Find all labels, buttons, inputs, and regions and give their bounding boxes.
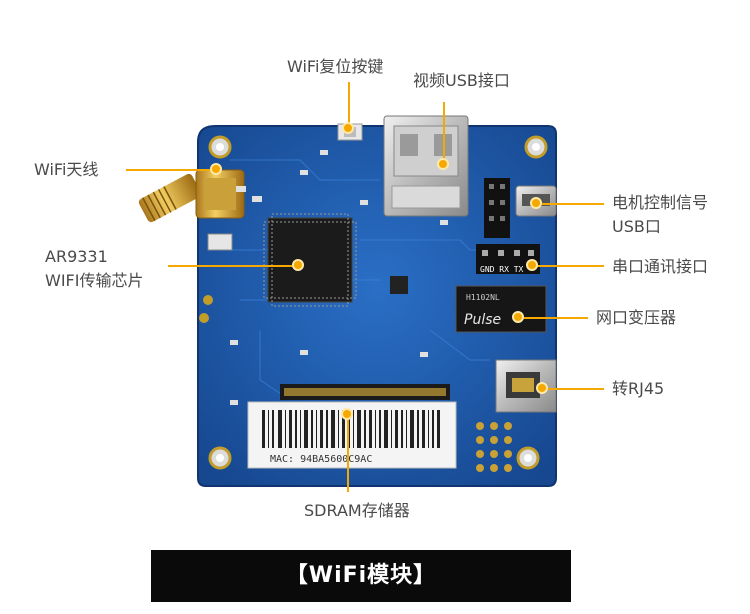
callout-line-chip <box>168 265 300 267</box>
label-motor-usb-line1: 电机控制信号 <box>612 193 709 212</box>
label-chip-line1: AR9331 <box>45 247 108 266</box>
usb-a-port-component <box>383 115 469 217</box>
callout-dot-antenna <box>210 163 222 175</box>
callout-line-sdram <box>347 414 349 492</box>
label-motor-usb-line2: USB口 <box>612 217 661 236</box>
label-network-transformer: 网口变压器 <box>596 308 677 327</box>
label-chip-line2: WIFI传输芯片 <box>45 271 144 290</box>
callout-dot-rj45 <box>536 382 548 394</box>
callout-line-motor-usb <box>536 203 604 205</box>
label-video-usb-port: 视频USB接口 <box>413 71 510 90</box>
gold-vias <box>476 422 512 472</box>
callout-line-antenna <box>126 169 220 171</box>
callout-dot-transformer <box>512 311 524 323</box>
callout-dot-sdram <box>341 408 353 420</box>
mac-address-text: MAC: 94BA5600C9AC <box>270 454 372 465</box>
label-sdram: SDRAM存储器 <box>304 501 410 520</box>
label-wifi-reset-button: WiFi复位按键 <box>287 57 384 76</box>
callout-dot-serial <box>526 259 538 271</box>
callout-dot-reset <box>342 122 354 134</box>
motor-header <box>484 178 510 238</box>
callout-dot-chip <box>292 259 304 271</box>
ar9331-chip <box>263 213 357 307</box>
crystal <box>207 233 233 251</box>
wifi-module-banner: 【WiFi模块】 <box>151 550 571 602</box>
callout-line-reset <box>348 82 350 128</box>
callout-dot-video-usb <box>437 158 449 170</box>
svg-text:Pulse: Pulse <box>464 312 501 328</box>
callout-line-video-usb <box>443 102 445 164</box>
label-rj45: 转RJ45 <box>612 379 665 398</box>
antenna-sma-connector <box>138 169 245 223</box>
serial-header-silkscreen: GND RX TX <box>480 265 524 274</box>
callout-line-transformer <box>518 317 588 319</box>
mounting-holes <box>208 135 548 470</box>
mini-usb-rj45-connector <box>495 359 557 413</box>
callout-dot-motor-usb <box>530 197 542 209</box>
barcode <box>262 410 440 448</box>
misc-components <box>199 150 448 405</box>
svg-text:H1102NL: H1102NL <box>466 293 500 302</box>
label-wifi-antenna: WiFi天线 <box>34 160 99 179</box>
label-serial-port: 串口通讯接口 <box>612 257 709 276</box>
callout-line-rj45 <box>542 388 604 390</box>
network-transformer-component: H1102NL Pulse <box>455 285 547 333</box>
callout-line-serial <box>532 265 604 267</box>
